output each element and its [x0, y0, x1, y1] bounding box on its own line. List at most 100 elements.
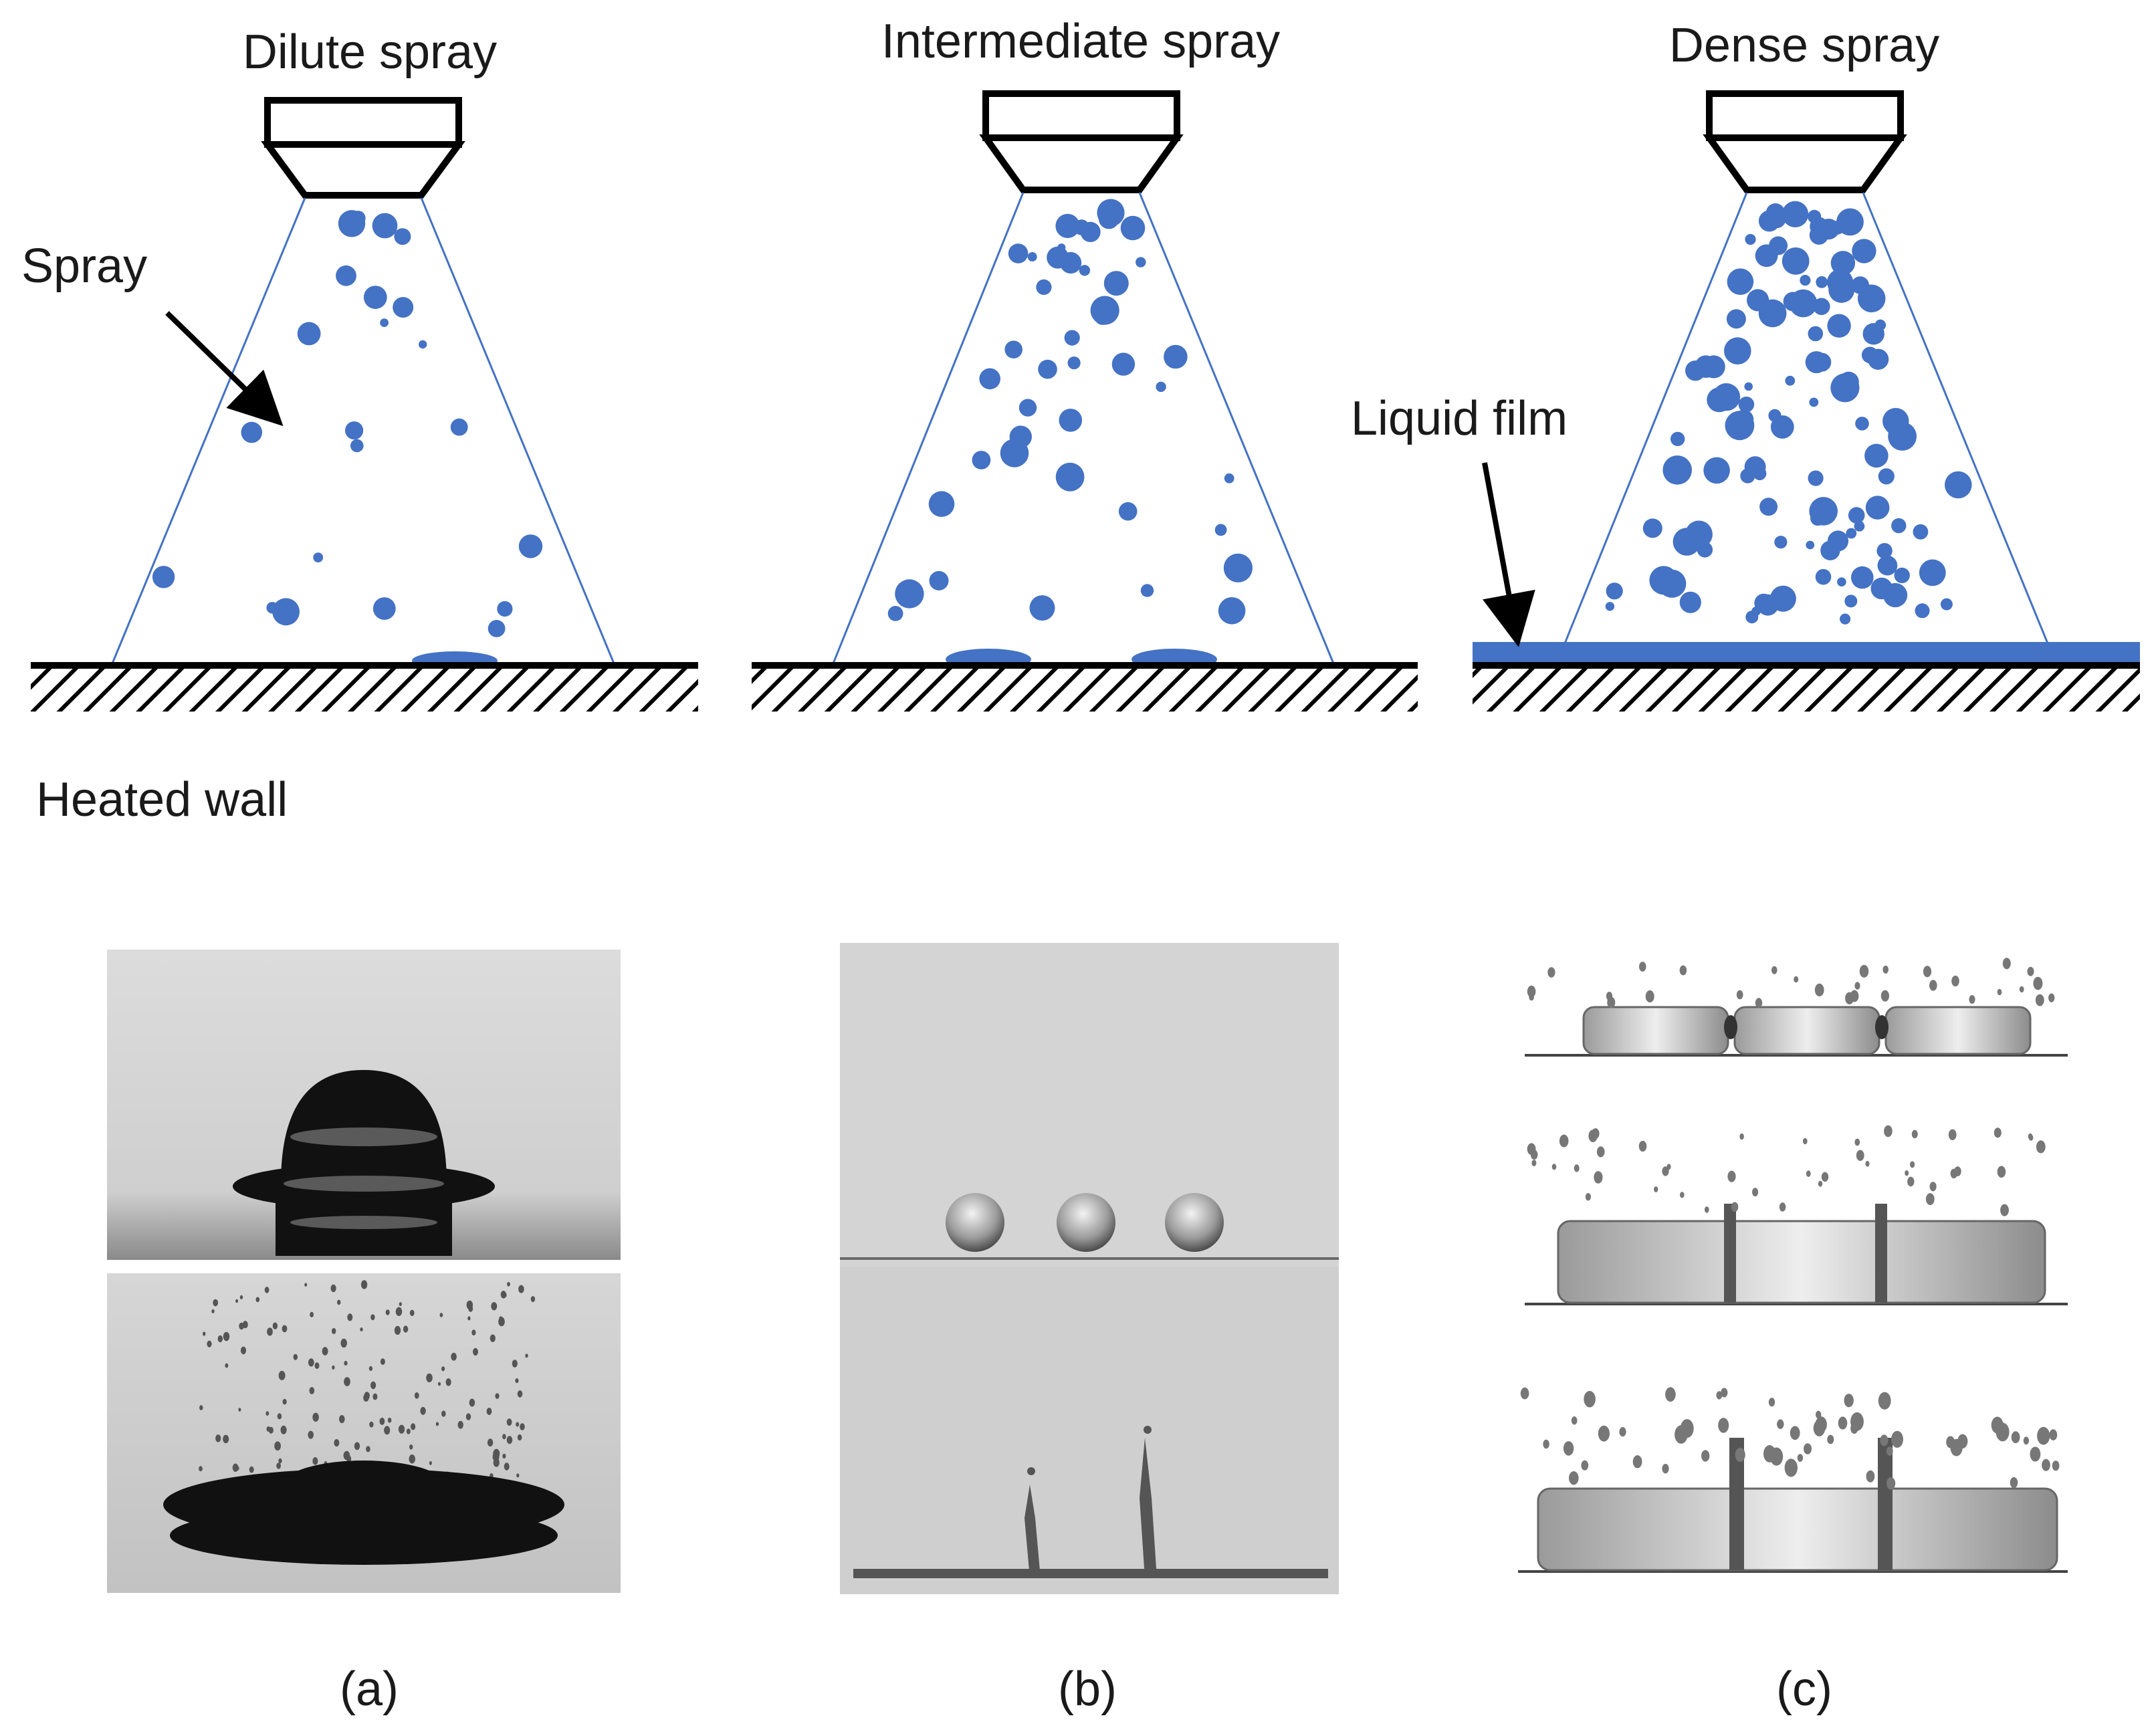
spread-film [853, 1569, 1328, 1578]
mist-droplet [1905, 1170, 1909, 1176]
droplet [1884, 412, 1909, 436]
mist-droplet [332, 1327, 336, 1334]
mist-droplet [525, 1354, 528, 1358]
droplet [1808, 470, 1824, 486]
mist-droplet [504, 1463, 510, 1471]
mist-droplet [1530, 1150, 1538, 1160]
mist-droplet [387, 1417, 392, 1423]
droplet [1915, 603, 1930, 619]
mist-droplet [1735, 1447, 1745, 1463]
mist-droplet [360, 1280, 368, 1289]
hatched-wall-icon [752, 669, 1418, 712]
mist-droplet [1571, 1416, 1578, 1425]
droplet [1744, 382, 1753, 391]
droplet [1067, 356, 1081, 370]
mist-droplet [1581, 1460, 1589, 1471]
mist-droplet [437, 1382, 441, 1386]
mist-droplet [347, 1313, 353, 1321]
droplet [1808, 326, 1824, 342]
droplet [1800, 275, 1811, 286]
mist-droplet [499, 1316, 503, 1321]
mist-droplet [310, 1311, 314, 1317]
mist-droplet [2023, 1436, 2030, 1445]
mist-droplet [1854, 982, 1860, 990]
droplet [1848, 507, 1865, 524]
droplet [1759, 498, 1778, 516]
droplet [152, 566, 175, 588]
mist-droplet [1619, 1427, 1626, 1437]
mist-droplet [1815, 1416, 1827, 1433]
mist-droplet [1739, 1133, 1744, 1140]
droplet [419, 340, 427, 349]
droplet [1940, 598, 1953, 611]
mist-droplet [1665, 1387, 1676, 1402]
mist-droplet [1996, 1422, 2010, 1442]
droplet [1785, 375, 1796, 386]
mist-droplet [1771, 966, 1777, 974]
mist-droplet [502, 1453, 506, 1459]
mist-droplet [1850, 1423, 1858, 1434]
droplet [497, 601, 513, 617]
mist-droplet [249, 1466, 254, 1473]
mist-droplet [312, 1412, 319, 1422]
mist-droplet [339, 1415, 345, 1424]
droplet [1120, 215, 1146, 241]
mist-droplet [394, 1325, 401, 1335]
droplet [1740, 468, 1755, 483]
droplet [1223, 553, 1253, 582]
mist-droplet [2048, 993, 2055, 1002]
mist-droplet [429, 1461, 433, 1465]
droplet [297, 322, 321, 346]
mist-droplet [1574, 1164, 1580, 1172]
mist-droplet [1680, 1419, 1694, 1438]
mist-droplet [308, 1430, 314, 1439]
droplet [1055, 213, 1080, 238]
mist-droplet [1704, 1206, 1709, 1213]
droplet [1029, 595, 1055, 621]
droplet [1818, 219, 1840, 240]
droplet [1894, 567, 1910, 584]
mist-droplet [441, 1410, 446, 1417]
mist-droplet [1731, 1202, 1739, 1212]
droplet [1224, 473, 1234, 483]
droplet [1878, 468, 1895, 485]
mist-droplet [282, 1398, 287, 1405]
mist-droplet [515, 1378, 519, 1384]
droplet [1810, 510, 1826, 526]
droplet [1156, 381, 1166, 393]
mist-droplet [1606, 992, 1613, 1001]
mist-droplet [518, 1285, 524, 1293]
droplet [1727, 268, 1754, 296]
mist-droplet [1882, 965, 1889, 974]
droplets [152, 210, 543, 637]
droplet [1745, 233, 1756, 245]
impact-images [107, 943, 2068, 1594]
mist-droplet [255, 1297, 260, 1303]
droplet [1876, 543, 1893, 559]
mist-droplet [1891, 1430, 1903, 1448]
droplet [972, 451, 991, 469]
mist-droplet [1910, 1161, 1915, 1168]
mist-droplet [217, 1335, 223, 1343]
mist-droplet [1954, 1166, 1961, 1176]
mist-droplet [1806, 1170, 1811, 1177]
mist-droplet [1559, 1134, 1569, 1148]
caption-c: (c) [1776, 1662, 1832, 1716]
mist-droplet [1585, 1193, 1591, 1201]
mist-droplet [1755, 998, 1763, 1008]
mist-droplet [1654, 1186, 1658, 1192]
droplet [1055, 462, 1085, 492]
mist-droplet [409, 1444, 413, 1450]
mist-droplet [495, 1393, 500, 1399]
mist-droplet [1907, 1176, 1915, 1187]
mist-droplet [1716, 1391, 1723, 1400]
droplet [518, 534, 543, 558]
snapshot-1 [1525, 1006, 2068, 1057]
droplet [1606, 582, 1623, 600]
mist-droplet [486, 1408, 492, 1415]
droplet [372, 597, 396, 620]
mist-droplet [2011, 1431, 2020, 1444]
droplet [1820, 540, 1840, 560]
droplet [1770, 415, 1794, 439]
mist-droplet [411, 1423, 416, 1430]
